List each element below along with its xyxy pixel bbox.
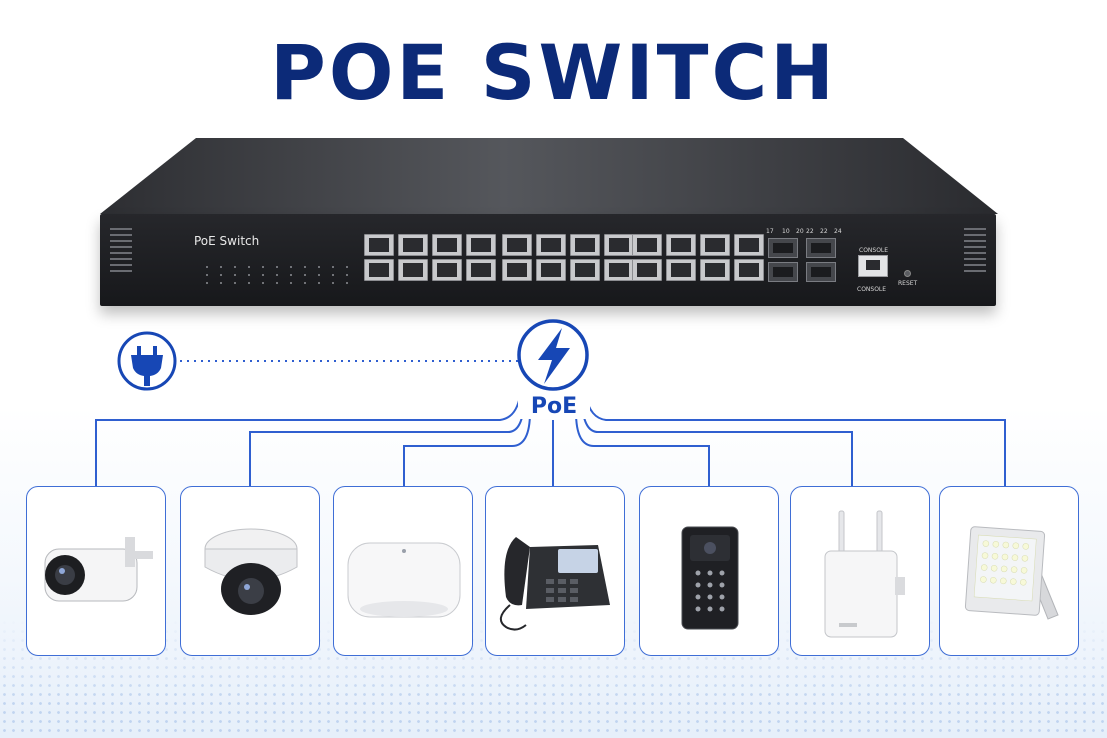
sfp-label: 20 (796, 228, 804, 235)
device-card-outdoor-router[interactable] (790, 486, 930, 656)
led-floodlight-icon (964, 526, 1059, 620)
rj45-port[interactable] (700, 259, 730, 281)
rj45-port[interactable] (466, 259, 496, 281)
wireless-access-point-icon (347, 542, 461, 618)
sfp-port[interactable] (806, 262, 836, 282)
switch-model-label: PoE Switch (194, 234, 260, 248)
device-card-ip-phone[interactable] (485, 486, 625, 656)
poe-switch: PoE Switch 17 10 20 22 22 24 CONSOLE CON… (98, 136, 998, 308)
rj45-port[interactable] (632, 259, 662, 281)
sfp-label: 22 (806, 228, 814, 235)
right-vent (964, 224, 986, 294)
sfp-label: 22 (820, 228, 828, 235)
bullet-camera-icon (44, 537, 153, 602)
sfp-label: 17 (766, 228, 774, 235)
rj45-port-block-2 (502, 234, 634, 281)
device-card-keypad[interactable] (639, 486, 779, 656)
console-label-bottom: CONSOLE (857, 286, 887, 293)
reset-button[interactable] (904, 270, 911, 277)
rj45-port[interactable] (536, 259, 566, 281)
rj45-port[interactable] (502, 234, 532, 256)
rj45-port[interactable] (734, 234, 764, 256)
rj45-port[interactable] (364, 234, 394, 256)
link-line-3 (403, 411, 531, 486)
switch-top-panel (100, 138, 998, 214)
sfp-label: 24 (834, 228, 842, 235)
lightning-bolt-icon (517, 319, 589, 391)
rj45-port[interactable] (536, 234, 566, 256)
rj45-port[interactable] (700, 234, 730, 256)
rj45-port[interactable] (398, 234, 428, 256)
rj45-port-block-1 (364, 234, 496, 281)
dome-camera-icon (204, 528, 298, 615)
rj45-port[interactable] (666, 234, 696, 256)
device-card-floodlight[interactable] (939, 486, 1079, 656)
link-line-5 (575, 411, 710, 486)
left-vent (110, 224, 132, 294)
rj45-port[interactable] (570, 259, 600, 281)
device-card-access-point[interactable] (333, 486, 473, 656)
access-control-keypad-icon (681, 526, 739, 630)
link-line-7 (585, 395, 1006, 486)
rj45-port[interactable] (604, 259, 634, 281)
console-label-top: CONSOLE (859, 247, 889, 254)
rj45-port[interactable] (466, 234, 496, 256)
rj45-port[interactable] (570, 234, 600, 256)
rj45-port[interactable] (632, 234, 662, 256)
rj45-port[interactable] (398, 259, 428, 281)
sfp-port[interactable] (768, 262, 798, 282)
outdoor-router-icon (824, 510, 905, 638)
status-led-panel (206, 262, 356, 290)
device-card-dome-camera[interactable] (180, 486, 320, 656)
console-port[interactable] (858, 255, 888, 277)
rj45-port[interactable] (604, 234, 634, 256)
rj45-port[interactable] (502, 259, 532, 281)
device-card-bullet-camera[interactable] (26, 486, 166, 656)
sfp-label: 10 (782, 228, 790, 235)
sfp-port[interactable] (768, 238, 798, 258)
ip-phone-icon (499, 537, 610, 631)
rj45-port[interactable] (666, 259, 696, 281)
page-title: POE SWITCH (270, 28, 837, 117)
reset-label: RESET (898, 280, 918, 287)
power-plug-icon (117, 331, 177, 391)
rj45-port[interactable] (432, 234, 462, 256)
poe-center-label: PoE (518, 394, 590, 419)
rj45-port[interactable] (364, 259, 394, 281)
rj45-port-block-3 (632, 234, 764, 281)
rj45-port[interactable] (734, 259, 764, 281)
link-line-1 (95, 395, 521, 486)
rj45-port[interactable] (432, 259, 462, 281)
sfp-port[interactable] (806, 238, 836, 258)
